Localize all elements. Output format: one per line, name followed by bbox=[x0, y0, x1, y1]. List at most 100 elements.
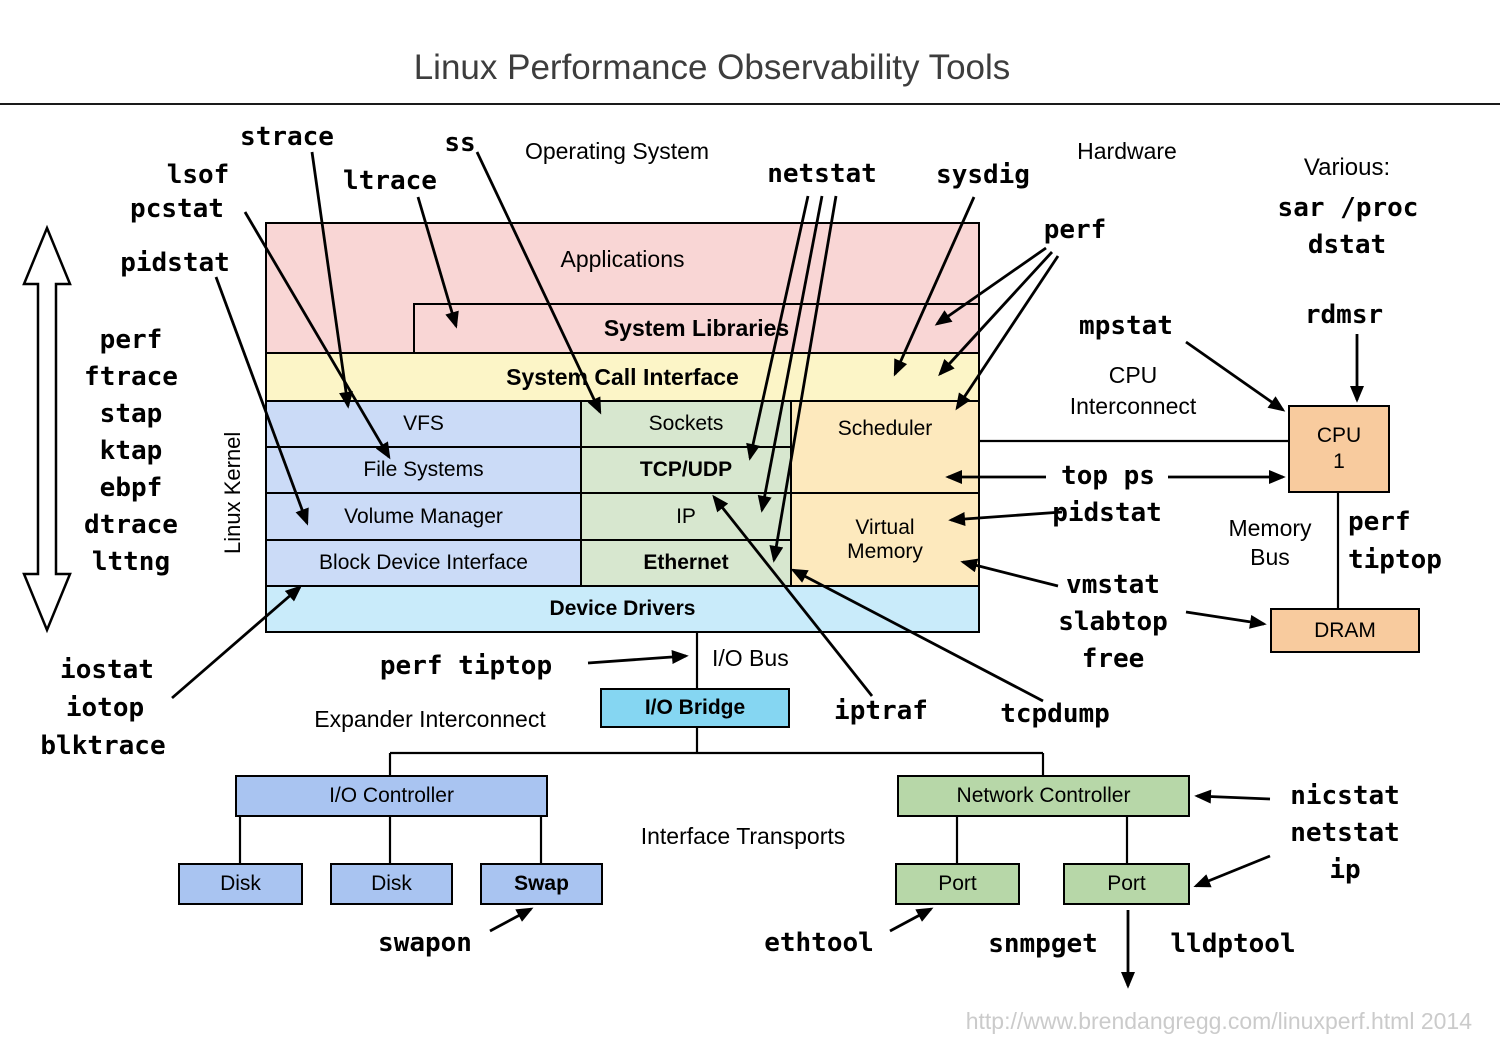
tool-lldptool: lldptool bbox=[1170, 929, 1296, 959]
tool-tracer-stap: stap bbox=[99, 399, 163, 429]
tool-ss: ss bbox=[444, 128, 476, 158]
box-scheduler: Scheduler bbox=[790, 400, 980, 494]
box-file-systems-label: File Systems bbox=[363, 458, 484, 481]
arrow-ip-port bbox=[1193, 854, 1271, 888]
box-io-bridge-label: I/O Bridge bbox=[644, 696, 746, 719]
box-sockets-label: Sockets bbox=[648, 412, 724, 435]
tool-pidstat: pidstat bbox=[120, 248, 230, 278]
expander-interconnect-label: Expander Interconnect bbox=[314, 706, 546, 732]
tool-slabtop: slabtop bbox=[1058, 607, 1168, 637]
tool-perf-top: perf bbox=[1043, 215, 1107, 245]
arrow-nicstat-controller bbox=[1194, 789, 1271, 804]
tool-lsof: lsof bbox=[166, 160, 230, 190]
memory-bus-line1: Memory bbox=[1228, 515, 1312, 541]
footer-url: http://www.brendangregg.com/linuxperf.ht… bbox=[965, 1008, 1472, 1034]
cpu-interconnect-line2: Interconnect bbox=[1069, 393, 1197, 419]
tool-ethtool: ethtool bbox=[764, 928, 874, 958]
tool-tiptop-mem: tiptop bbox=[1348, 545, 1442, 575]
arrow-vmstat-dram bbox=[1185, 610, 1267, 629]
tool-tracer-perf: perf bbox=[99, 325, 163, 355]
tool-pidstat-right: pidstat bbox=[1052, 498, 1162, 528]
io-bus-label: I/O Bus bbox=[712, 645, 789, 671]
tool-nic-group: nicstat netstat ip bbox=[1290, 778, 1400, 889]
box-vfs: VFS bbox=[265, 400, 582, 448]
tool-rdmsr: rdmsr bbox=[1304, 300, 1384, 330]
tool-perf-tiptop-membus: perf tiptop bbox=[1348, 503, 1442, 579]
box-block-device-interface-label: Block Device Interface bbox=[319, 551, 528, 574]
box-cpu-1-label-line1: CPU bbox=[1316, 424, 1362, 447]
box-volume-manager-label: Volume Manager bbox=[344, 504, 503, 528]
box-port-2: Port bbox=[1063, 863, 1190, 905]
page-title: Linux Performance Observability Tools bbox=[413, 48, 1011, 87]
box-ethernet-label: Ethernet bbox=[643, 551, 729, 574]
box-io-bridge: I/O Bridge bbox=[600, 688, 790, 728]
tool-pcstat: pcstat bbox=[130, 194, 224, 224]
box-disk-1: Disk bbox=[178, 863, 303, 905]
box-applications-label: Applications bbox=[560, 246, 685, 272]
box-dram: DRAM bbox=[1270, 608, 1420, 653]
tool-tracer-ftrace: ftrace bbox=[84, 362, 178, 392]
tool-dstat: dstat bbox=[1307, 230, 1387, 260]
box-disk-1-label: Disk bbox=[220, 872, 261, 895]
tool-top-ps: top ps bbox=[1061, 461, 1155, 491]
memory-bus-label: Memory Bus bbox=[1228, 514, 1311, 572]
arrow-perftiptop-iobus bbox=[587, 650, 689, 665]
box-tcp-udp-label: TCP/UDP bbox=[639, 458, 733, 481]
box-disk-2: Disk bbox=[330, 863, 453, 905]
tool-perf-mem: perf bbox=[1348, 507, 1411, 537]
box-ip-label: IP bbox=[676, 504, 696, 528]
tool-netstat-right: netstat bbox=[1290, 818, 1400, 848]
tool-tracer-ktap: ktap bbox=[99, 436, 163, 466]
arrow-ethtool bbox=[889, 907, 934, 933]
box-ip: IP bbox=[580, 492, 792, 541]
tool-ltrace: ltrace bbox=[343, 166, 437, 196]
tool-iotop: iotop bbox=[65, 693, 145, 723]
box-file-systems: File Systems bbox=[265, 446, 582, 494]
box-port-1-label: Port bbox=[938, 872, 977, 895]
box-dram-label: DRAM bbox=[1314, 618, 1376, 642]
box-sockets: Sockets bbox=[580, 400, 792, 448]
tool-swapon: swapon bbox=[378, 928, 472, 958]
box-block-device-interface: Block Device Interface bbox=[265, 539, 582, 587]
cpu-interconnect-label: CPU Interconnect bbox=[1070, 360, 1197, 422]
operating-system-label: Operating System bbox=[524, 138, 710, 164]
box-tcp-udp: TCP/UDP bbox=[580, 446, 792, 494]
box-disk-2-label: Disk bbox=[371, 872, 412, 895]
box-virtual-memory: Virtual Memory bbox=[790, 492, 980, 587]
box-swap: Swap bbox=[480, 863, 603, 905]
tool-tracer-ebpf: ebpf bbox=[99, 473, 163, 503]
hardware-label: Hardware bbox=[1077, 138, 1177, 164]
box-cpu-1-label-line2: 1 bbox=[1333, 450, 1345, 473]
tool-tracer-dtrace: dtrace bbox=[84, 510, 178, 540]
arrow-swapon bbox=[489, 907, 534, 933]
tool-snmpget: snmpget bbox=[988, 929, 1098, 959]
tool-iptraf: iptraf bbox=[834, 696, 928, 726]
box-vfs-label: VFS bbox=[403, 412, 444, 435]
tool-netstat: netstat bbox=[767, 159, 877, 189]
box-system-call-interface: System Call Interface bbox=[265, 352, 980, 402]
tool-blktrace: blktrace bbox=[40, 731, 166, 761]
kernel-span-double-arrow bbox=[22, 224, 72, 634]
tool-mpstat: mpstat bbox=[1079, 311, 1173, 341]
tool-nicstat: nicstat bbox=[1290, 781, 1400, 811]
box-virtual-memory-label: Virtual Memory bbox=[847, 515, 923, 563]
tool-iostat: iostat bbox=[60, 655, 154, 685]
box-scheduler-label: Scheduler bbox=[837, 417, 933, 440]
linux-kernel-label: Linux Kernel bbox=[220, 431, 245, 555]
tool-perf-tiptop-iobus: perf tiptop bbox=[379, 651, 553, 681]
various-label: Various: bbox=[1303, 154, 1391, 181]
box-ethernet: Ethernet bbox=[580, 539, 792, 587]
interface-transports-label: Interface Transports bbox=[640, 823, 846, 849]
tool-sar-proc: sar /proc bbox=[1277, 193, 1419, 223]
box-device-drivers: Device Drivers bbox=[265, 585, 980, 633]
memory-bus-line2: Bus bbox=[1250, 544, 1290, 570]
box-port-1: Port bbox=[895, 863, 1020, 905]
title-divider bbox=[0, 103, 1500, 105]
box-system-call-interface-label: System Call Interface bbox=[506, 363, 739, 390]
box-io-controller: I/O Controller bbox=[235, 775, 548, 817]
cpu-interconnect-line1: CPU bbox=[1108, 362, 1158, 388]
tool-vmstat: vmstat bbox=[1066, 570, 1160, 600]
arrow-mpstat bbox=[1185, 340, 1286, 412]
box-swap-label: Swap bbox=[514, 872, 569, 895]
box-system-libraries: System Libraries bbox=[413, 303, 980, 354]
